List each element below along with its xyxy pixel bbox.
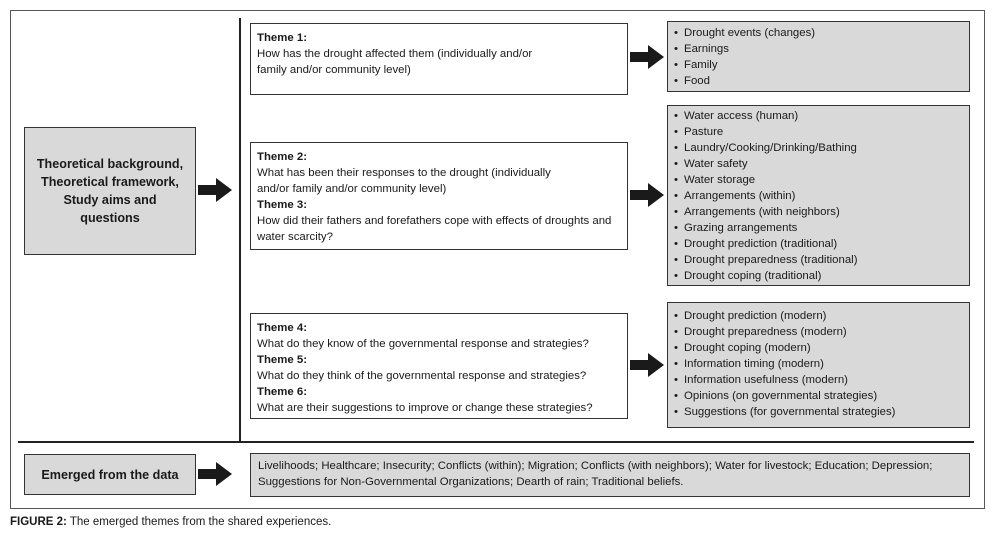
left-box-line: Theoretical background, xyxy=(36,157,184,171)
theme-question: What do they know of the governmental re… xyxy=(257,338,589,350)
theme-1-box: Theme 1: How has the drought affected th… xyxy=(250,23,628,95)
outcome-item: Water storage xyxy=(674,172,963,188)
outcome-item: Suggestions (for governmental strategies… xyxy=(674,404,963,420)
outcome-item: Information timing (modern) xyxy=(674,356,963,372)
theme-question: What has been their responses to the dro… xyxy=(257,167,551,195)
emerged-themes-box: Livelihoods; Healthcare; Insecurity; Con… xyxy=(250,453,970,497)
outcome-item: Drought prediction (traditional) xyxy=(674,236,963,252)
figure-caption: FIGURE 2: The emerged themes from the sh… xyxy=(10,516,331,528)
theme-2-3-outcomes: Water access (human) Pasture Laundry/Coo… xyxy=(667,105,970,286)
theme-title: Theme 1: xyxy=(257,32,308,44)
theme-question: How has the drought affected them (indiv… xyxy=(257,48,533,76)
outcome-item: Information usefulness (modern) xyxy=(674,372,963,388)
outcome-item: Family xyxy=(674,57,963,73)
arrow-right-icon xyxy=(198,178,232,202)
theme-title: Theme 3: xyxy=(257,199,308,211)
left-box-line: Theoretical framework, xyxy=(41,175,179,189)
theme-question: How did their fathers and forefathers co… xyxy=(257,215,612,243)
outcome-item: Laundry/Cooking/Drinking/Bathing xyxy=(674,140,963,156)
outcome-item: Food xyxy=(674,73,963,89)
theme-title: Theme 4: xyxy=(257,322,308,334)
vertical-divider xyxy=(239,18,241,443)
outcome-item: Water safety xyxy=(674,156,963,172)
theme-title: Theme 5: xyxy=(257,354,308,366)
left-box-line: questions xyxy=(80,211,140,225)
arrow-right-icon xyxy=(630,183,664,207)
theme-4-6-box: Theme 4: What do they know of the govern… xyxy=(250,313,628,419)
emerged-themes-text: Livelihoods; Healthcare; Insecurity; Con… xyxy=(258,460,933,488)
caption-text: The emerged themes from the shared exper… xyxy=(66,516,332,528)
outcome-item: Drought events (changes) xyxy=(674,25,963,41)
outcome-item: Drought coping (modern) xyxy=(674,340,963,356)
diagram-frame xyxy=(10,10,985,509)
outcome-item: Drought preparedness (traditional) xyxy=(674,252,963,268)
theme-title: Theme 2: xyxy=(257,151,308,163)
outcome-item: Pasture xyxy=(674,124,963,140)
outcome-item: Water access (human) xyxy=(674,108,963,124)
theme-4-6-outcomes: Drought prediction (modern) Drought prep… xyxy=(667,302,970,428)
theme-question: What are their suggestions to improve or… xyxy=(257,402,593,414)
left-box-line: Study aims and xyxy=(63,193,157,207)
outcome-item: Drought preparedness (modern) xyxy=(674,324,963,340)
theme-2-3-box: Theme 2: What has been their responses t… xyxy=(250,142,628,250)
emerged-label: Emerged from the data xyxy=(41,467,179,482)
horizontal-divider xyxy=(18,441,974,443)
theme-1-outcomes: Drought events (changes) Earnings Family… xyxy=(667,21,970,92)
caption-label: FIGURE 2: xyxy=(10,516,67,528)
theme-title: Theme 6: xyxy=(257,386,308,398)
outcome-item: Arrangements (with neighbors) xyxy=(674,204,963,220)
arrow-right-icon xyxy=(630,353,664,377)
emerged-label-box: Emerged from the data xyxy=(24,454,196,495)
arrow-right-icon xyxy=(198,462,232,486)
theme-question: What do they think of the governmental r… xyxy=(257,370,587,382)
outcome-item: Grazing arrangements xyxy=(674,220,963,236)
theoretical-background-box: Theoretical background, Theoretical fram… xyxy=(24,127,196,255)
outcome-item: Drought coping (traditional) xyxy=(674,268,963,284)
outcome-item: Opinions (on governmental strategies) xyxy=(674,388,963,404)
outcome-item: Earnings xyxy=(674,41,963,57)
outcome-item: Drought prediction (modern) xyxy=(674,308,963,324)
outcome-item: Arrangements (within) xyxy=(674,188,963,204)
arrow-right-icon xyxy=(630,45,664,69)
